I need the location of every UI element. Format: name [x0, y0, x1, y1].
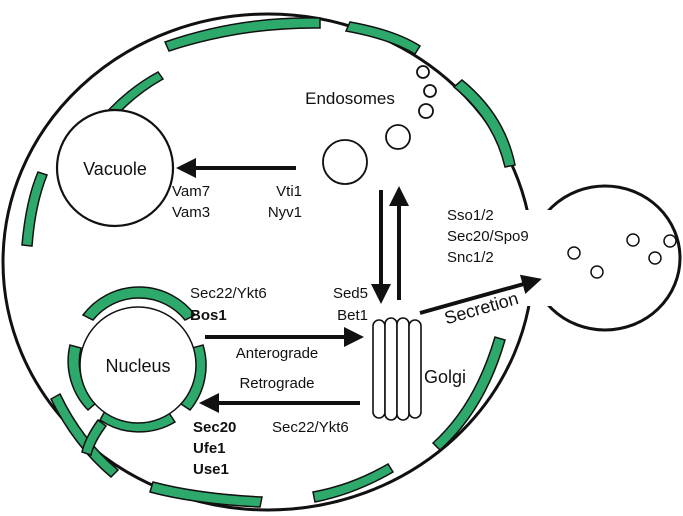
snare-use1: Use1 [193, 461, 229, 478]
vacuole-label: Vacuole [83, 159, 147, 179]
endosome [423, 84, 437, 98]
endosomes [322, 65, 437, 185]
golgi-cisterna [372, 319, 386, 419]
golgi-cisterna [396, 317, 410, 421]
snare-sso1-2: Sso1/2 [447, 207, 494, 224]
snare-vti1: Vti1 [276, 183, 302, 200]
secretory-vesicle [567, 246, 581, 260]
trafficking-arrows [176, 158, 542, 413]
snare-vam7: Vam7 [172, 183, 210, 200]
vacuole: Vacuole [55, 108, 175, 228]
retrograde-label: Retrograde [239, 375, 314, 392]
secretion-arrow [419, 274, 542, 315]
endosome [385, 124, 411, 150]
secretory-vesicle [663, 234, 677, 248]
snare-vam3: Vam3 [172, 204, 210, 221]
er-segment [50, 392, 120, 479]
er-segment [312, 462, 395, 503]
nucleoplasm [79, 306, 197, 424]
endosome [418, 103, 434, 119]
er-segment [452, 79, 516, 168]
er-segment [163, 17, 321, 52]
endosomes-label: Endosomes [305, 89, 395, 108]
secretory-vesicle [648, 251, 662, 265]
snare-sed5: Sed5 [333, 285, 368, 302]
snare-sec22-ykt6-upper: Sec22/Ykt6 [190, 285, 267, 302]
golgi [372, 317, 422, 421]
snare-nyv1: Nyv1 [268, 204, 302, 221]
secretory-vesicle [626, 233, 640, 247]
vacuole-membrane [55, 108, 175, 228]
snare-bet1: Bet1 [337, 307, 368, 324]
endosome [416, 65, 430, 79]
snare-sec20-spo9: Sec20/Spo9 [447, 228, 529, 245]
nucleus-label: Nucleus [105, 356, 170, 376]
er-segment [149, 481, 263, 508]
anterograde-label: Anterograde [236, 345, 319, 362]
er-segment [344, 21, 422, 56]
cortical-er [21, 17, 516, 508]
er-segment [431, 336, 506, 452]
bud-neck-fill [522, 210, 552, 306]
secretory-vesicles [567, 233, 677, 279]
golgi-cisterna [408, 319, 422, 419]
snare-sec20: Sec20 [193, 419, 236, 436]
golgi-cisterna [384, 317, 398, 421]
snare-ufe1: Ufe1 [193, 440, 226, 457]
nuclear-envelope-upper [81, 286, 197, 321]
nuclear-er-connection [81, 418, 108, 456]
snare-bos1: Bos1 [190, 307, 227, 324]
snare-sec22-ykt6-lower: Sec22/Ykt6 [272, 419, 349, 436]
nucleus: Nucleus [67, 286, 207, 456]
er-segment [21, 171, 48, 247]
endosome [322, 139, 368, 185]
golgi-label: Golgi [424, 367, 466, 387]
snare-snc1-2: Snc1/2 [447, 249, 494, 266]
secretory-vesicle [590, 265, 604, 279]
